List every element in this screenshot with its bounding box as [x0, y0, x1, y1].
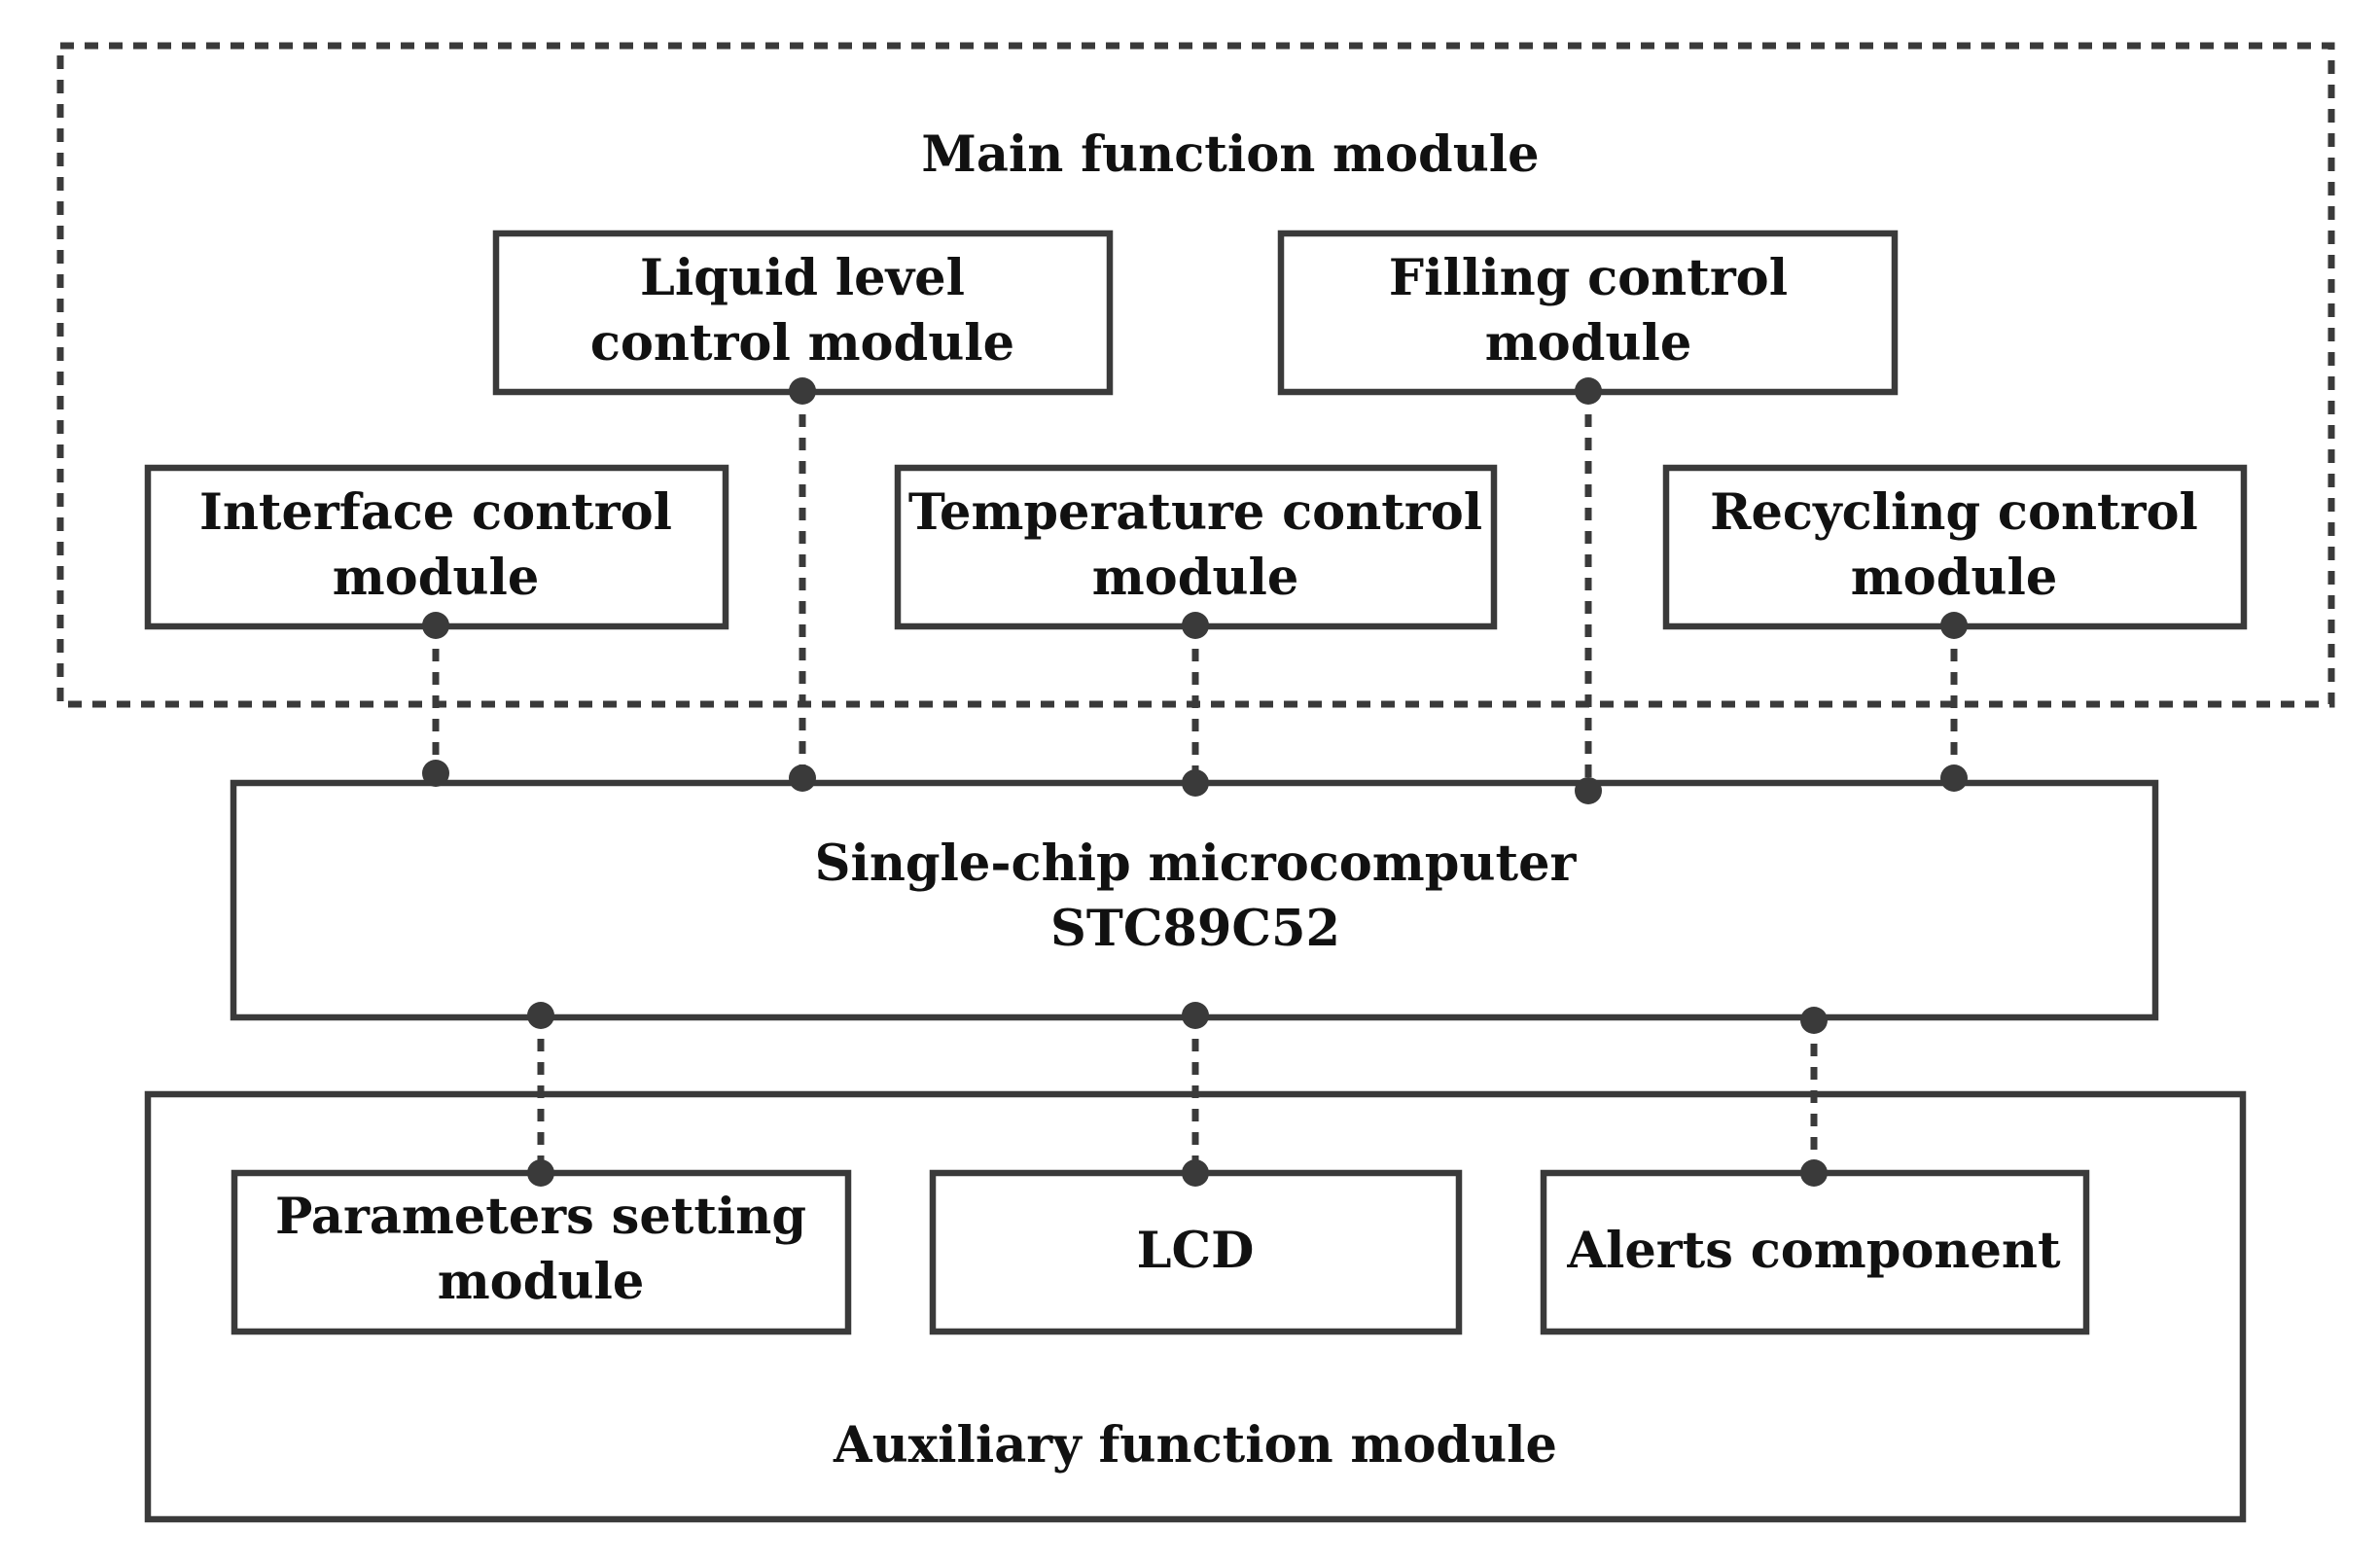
module-liquid-level: Liquid level control module [492, 230, 1114, 396]
temperature-label-line2: module [1092, 549, 1299, 607]
interface-label-line2: module [333, 549, 540, 607]
module-temperature: Temperature control module [894, 464, 1498, 630]
mcu-box [230, 779, 2159, 1021]
mcu-label-line2: STC89C52 [1050, 900, 1340, 958]
module-recycling: Recycling control module [1662, 464, 2248, 630]
auxiliary-function-title: Auxiliary function module [833, 1416, 1557, 1475]
module-parameters: Parameters setting module [231, 1169, 852, 1335]
parameters-label-line1: Parameters setting [275, 1188, 806, 1246]
module-alerts: Alerts component [1540, 1169, 2090, 1335]
recycling-label-line1: Recycling control [1710, 483, 2198, 542]
dot-mcu-interface [422, 760, 449, 787]
temperature-label-line1: Temperature control [908, 483, 1482, 542]
filling-box [1277, 230, 1899, 396]
recycling-label-line2: module [1851, 549, 2058, 607]
dot-parameters-top [527, 1159, 554, 1187]
liquid-level-box [492, 230, 1114, 396]
dot-mcu-liquid-level [789, 764, 816, 792]
dot-mcu-filling [1575, 777, 1602, 804]
dot-mcu-temperature [1182, 769, 1209, 797]
main-function-title: Main function module [921, 125, 1539, 184]
filling-label-line1: Filling control [1389, 249, 1788, 307]
module-filling: Filling control module [1277, 230, 1899, 396]
temperature-box [894, 464, 1498, 630]
lcd-box [929, 1169, 1463, 1335]
interface-box [144, 464, 729, 630]
module-lcd: LCD [929, 1169, 1463, 1335]
lcd-label: LCD [1137, 1222, 1255, 1280]
interface-label-line1: Interface control [199, 483, 672, 542]
dot-mcu-parameters [527, 1002, 554, 1029]
dot-mcu-alerts [1800, 1007, 1828, 1034]
parameters-label-line2: module [438, 1253, 645, 1311]
dot-alerts-top [1800, 1159, 1828, 1187]
dot-filling-bottom [1575, 377, 1602, 405]
dot-mcu-recycling [1940, 764, 1968, 792]
dot-liquid-level-bottom [789, 377, 816, 405]
liquid-level-label-line2: control module [590, 314, 1014, 373]
alerts-box [1540, 1169, 2090, 1335]
dot-temperature-bottom [1182, 612, 1209, 639]
filling-label-line2: module [1485, 314, 1692, 373]
dot-mcu-lcd [1182, 1002, 1209, 1029]
dot-recycling-bottom [1940, 612, 1968, 639]
mcu-block: Single-chip microcomputer STC89C52 [230, 779, 2159, 1021]
alerts-label: Alerts component [1566, 1222, 2061, 1280]
recycling-box [1662, 464, 2248, 630]
dot-interface-bottom [422, 612, 449, 639]
parameters-box [231, 1169, 852, 1335]
mcu-label-line1: Single-chip microcomputer [815, 835, 1578, 893]
connection-dots [422, 377, 1968, 1187]
liquid-level-label-line1: Liquid level [640, 249, 965, 307]
module-interface: Interface control module [144, 464, 729, 630]
connectors [432, 391, 1958, 1173]
dot-lcd-top [1182, 1159, 1209, 1187]
